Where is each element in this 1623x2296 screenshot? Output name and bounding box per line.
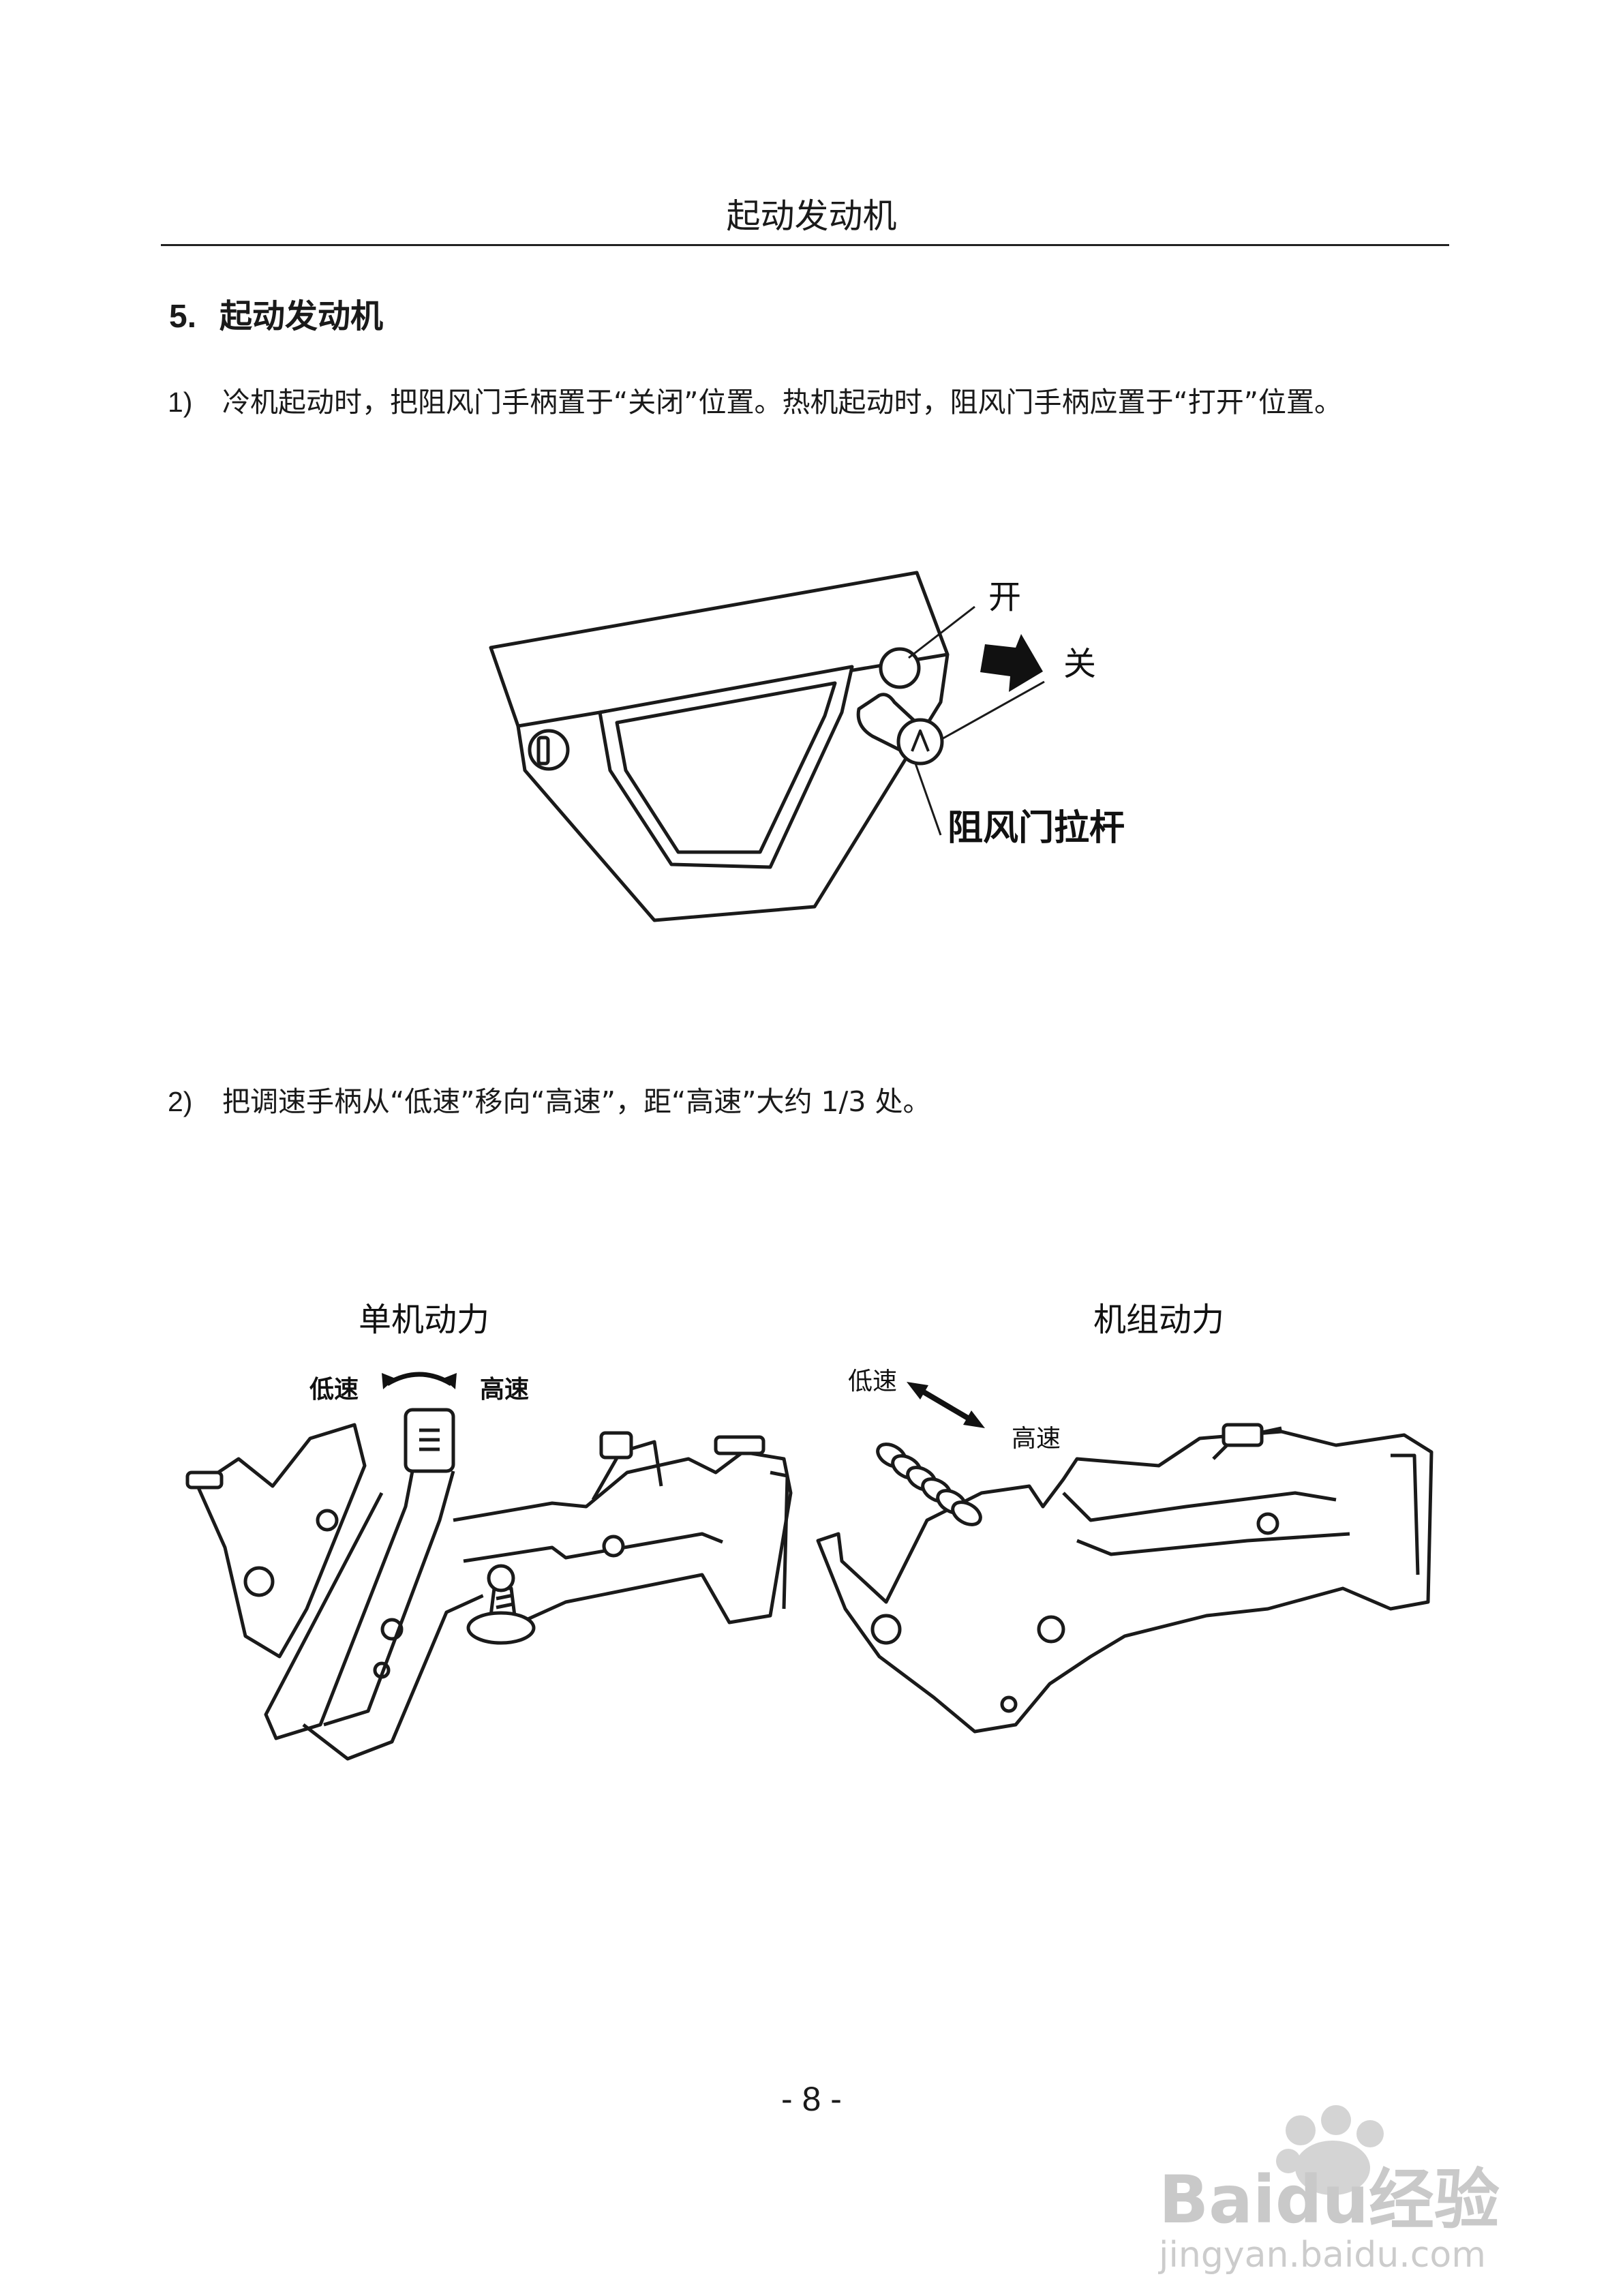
- choke-close-label: 关: [1063, 645, 1096, 683]
- single-engine-throttle-figure: 单机动力 低速 高速: [185, 1301, 793, 1761]
- choke-open-label: 开: [988, 578, 1021, 616]
- single-engine-caption: 单机动力: [359, 1301, 489, 1339]
- engine-set-caption: 机组动力: [1093, 1301, 1224, 1339]
- step-2: 2) 把调速手柄从“低速”移向“高速”，距“高速”大约 1/3 处。: [168, 1080, 1449, 1123]
- single-low-speed-label: 低速: [309, 1376, 359, 1404]
- section-title: 起动发动机: [219, 297, 384, 335]
- baidu-jingyan-watermark: Baidu经验 jingyan.baidu.com: [1158, 2105, 1500, 2276]
- step-1: 1) 冷机起动时，把阻风门手柄置于“关闭”位置。热机起动时，阻风门手柄应置于“打开…: [168, 380, 1449, 424]
- step-1-number: 1): [168, 387, 193, 418]
- step-2-text: 把调速手柄从“低速”移向“高速”，距“高速”大约 1/3 处。: [222, 1085, 931, 1118]
- engine-set-throttle-figure: 机组动力 低速 高速: [816, 1301, 1434, 1734]
- header-divider: [161, 244, 1449, 246]
- running-header: 起动发动机: [726, 196, 897, 236]
- group-high-speed-label: 高速: [1012, 1425, 1061, 1453]
- choke-rod-label: 阻风门拉杆: [947, 808, 1125, 849]
- watermark-brand: Baidu经验: [1159, 2162, 1500, 2238]
- step-1-text: 冷机起动时，把阻风门手柄置于“关闭”位置。热机起动时，阻风门手柄应置于“打开”位…: [222, 386, 1342, 419]
- page-number: - 8 -: [781, 2080, 842, 2118]
- section-heading: 5. 起动发动机: [169, 294, 383, 339]
- single-high-speed-label: 高速: [480, 1376, 529, 1404]
- paw-logo-icon: [1276, 2105, 1384, 2195]
- step-2-number: 2): [168, 1086, 193, 1117]
- section-number: 5.: [169, 299, 197, 335]
- watermark-url: jingyan.baidu.com: [1158, 2235, 1486, 2276]
- choke-lever-figure: 开 关 阻风门拉杆: [489, 571, 1125, 922]
- group-low-speed-label: 低速: [848, 1368, 897, 1395]
